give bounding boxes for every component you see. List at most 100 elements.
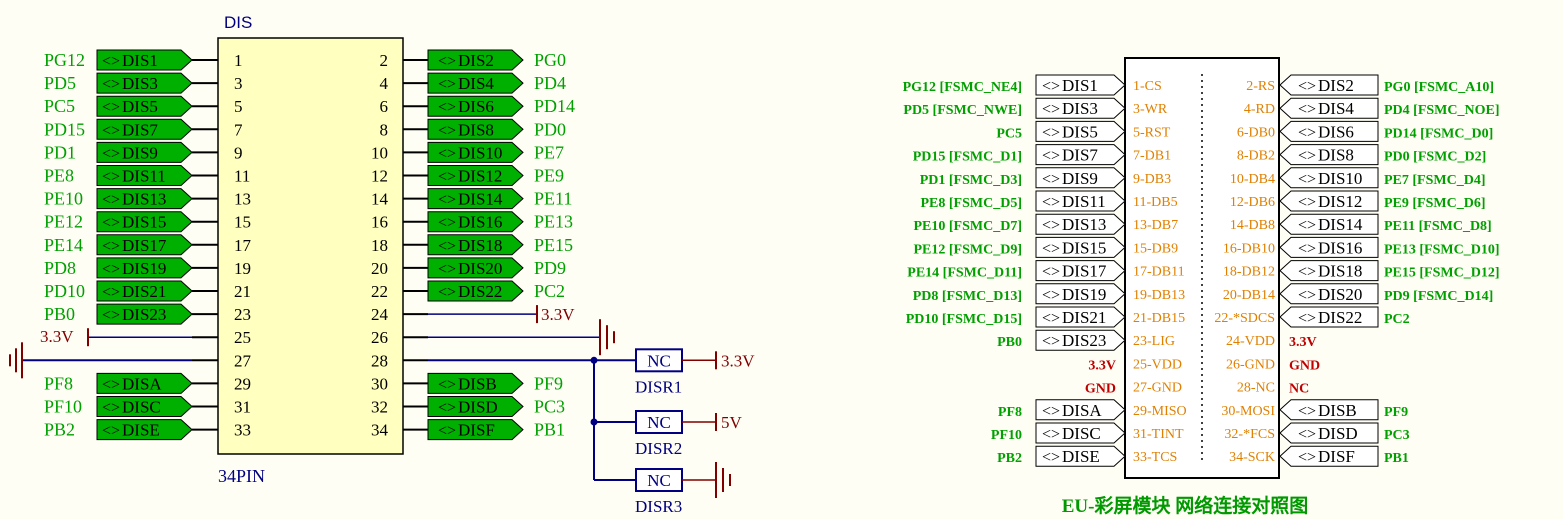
net-tag-right-label: DIS16	[458, 213, 502, 232]
resistor-value: NC	[647, 351, 671, 370]
module-tag-right-label: DIS4	[1318, 99, 1354, 118]
net-name-right: PE9	[534, 166, 564, 186]
net-tag-arrow: <>	[1298, 287, 1316, 304]
module-tag-left-label: DIS21	[1062, 308, 1106, 327]
net-name-left: PB0	[44, 304, 75, 324]
module-tag-right	[1279, 74, 1379, 96]
net-name-left: PE14	[44, 235, 83, 255]
pin-number-left: 21	[234, 282, 251, 301]
pin-number-left: 29	[234, 374, 251, 393]
module-net-left: PD1 [FSMC_D3]	[920, 173, 1022, 188]
net-tag-arrow: <>	[102, 53, 120, 70]
net-tag-arrow: <>	[1298, 194, 1316, 211]
net-tag-left-label: DIS3	[122, 74, 158, 93]
module-net-left: GND	[1085, 382, 1116, 397]
net-tag-left	[96, 188, 193, 210]
net-tag-right-label: DIS20	[458, 259, 502, 278]
resistor-value: NC	[647, 413, 671, 432]
resistor-value: NC	[647, 471, 671, 490]
module-pin-right: 12-DB6	[1230, 195, 1275, 210]
module-pin-right: 16-DB10	[1223, 241, 1275, 256]
module-tag-left-label: DISC	[1062, 424, 1101, 443]
module-tag-right-label: DIS14	[1318, 215, 1363, 234]
module-pin-left: 23-LIG	[1133, 334, 1175, 349]
net-tag-left	[96, 72, 193, 94]
pin-number-right: 30	[371, 374, 388, 393]
net-name-left: PB2	[44, 420, 75, 440]
net-tag-arrow: <>	[1042, 194, 1060, 211]
net-tag-arrow: <>	[1298, 171, 1316, 188]
module-pin-right: 20-DB14	[1223, 288, 1275, 303]
net-tag-left-label: DISA	[122, 374, 162, 393]
module-pin-right: 10-DB4	[1230, 172, 1275, 187]
module-pin-right: 18-DB12	[1223, 265, 1275, 280]
module-tag-right-label: DIS16	[1318, 238, 1362, 257]
module-net-left: PE8 [FSMC_D5]	[921, 196, 1023, 211]
net-tag-arrow: <>	[1298, 449, 1316, 466]
connector-title: DIS	[224, 13, 252, 32]
net-tag-arrow: <>	[438, 145, 456, 162]
net-tag-right-label: DISF	[458, 421, 495, 440]
module-pin-right: 26-GND	[1226, 357, 1275, 372]
module-tag-right	[1279, 144, 1379, 166]
module-pin-right: 34-SCK	[1229, 450, 1275, 465]
net-tag-left	[96, 372, 193, 394]
net-tag-right-label: DIS4	[458, 74, 494, 93]
net-tag-arrow: <>	[102, 145, 120, 162]
net-tag-arrow: <>	[1042, 148, 1060, 165]
net-tag-right-label: DIS18	[458, 236, 502, 255]
net-tag-arrow: <>	[1042, 124, 1060, 141]
pin-number-right: 2	[380, 51, 389, 70]
net-name-right: PE7	[534, 142, 564, 162]
module-pin-right: 32-*FCS	[1224, 427, 1275, 442]
net-name-right: PG0	[534, 50, 566, 70]
net-tag-arrow: <>	[438, 192, 456, 209]
module-net-left: PF8	[998, 405, 1022, 420]
net-name-right: PF9	[534, 373, 563, 393]
connector-body	[217, 37, 404, 455]
module-tag-left-label: DIS1	[1062, 76, 1098, 95]
net-tag-left-label: DIS13	[122, 190, 166, 209]
net-tag-right	[427, 257, 524, 279]
module-pin-left: 13-DB7	[1133, 218, 1178, 233]
module-tag-left	[1035, 74, 1126, 96]
net-tag-right-label: DISD	[458, 398, 498, 417]
pin-number-right: 24	[371, 305, 389, 324]
module-net-left: PD5 [FSMC_NWE]	[903, 103, 1022, 118]
pin-number-left: 15	[234, 213, 251, 232]
net-tag-arrow: <>	[438, 376, 456, 393]
pin-number-right: 26	[371, 328, 388, 347]
net-tag-right-label: DIS22	[458, 282, 502, 301]
pin-number-left: 17	[234, 236, 252, 255]
net-tag-arrow: <>	[102, 169, 120, 186]
module-tag-left	[1035, 167, 1126, 189]
net-name-right: PD0	[534, 119, 566, 139]
net-tag-right	[427, 95, 524, 117]
net-name-left: PE10	[44, 189, 83, 209]
net-tag-left-label: DIS9	[122, 143, 158, 162]
module-net-right: PD14 [FSMC_D0]	[1384, 126, 1493, 141]
net-tag-left-label: DIS15	[122, 213, 166, 232]
pin-number-right: 34	[371, 421, 389, 440]
net-tag-arrow: <>	[438, 261, 456, 278]
module-tag-left	[1035, 190, 1126, 212]
pin-number-left: 23	[234, 305, 251, 324]
module-tag-left-label: DISE	[1062, 447, 1100, 466]
net-tag-arrow: <>	[438, 400, 456, 417]
connector-footer: 34PIN	[218, 466, 265, 486]
net-tag-arrow: <>	[102, 192, 120, 209]
module-pin-left: 15-DB9	[1133, 241, 1178, 256]
module-pin-right: 6-DB0	[1237, 125, 1275, 140]
module-tag-left-label: DIS7	[1062, 146, 1098, 165]
net-tag-arrow: <>	[102, 122, 120, 139]
module-tag-right-label: DIS12	[1318, 192, 1362, 211]
net-tag-left-label: DISC	[122, 398, 161, 417]
module-net-right: PD9 [FSMC_D14]	[1384, 289, 1493, 304]
module-tag-right	[1279, 260, 1379, 282]
net-name-left: PF8	[44, 373, 73, 393]
net-tag-right-label: DIS6	[458, 97, 494, 116]
